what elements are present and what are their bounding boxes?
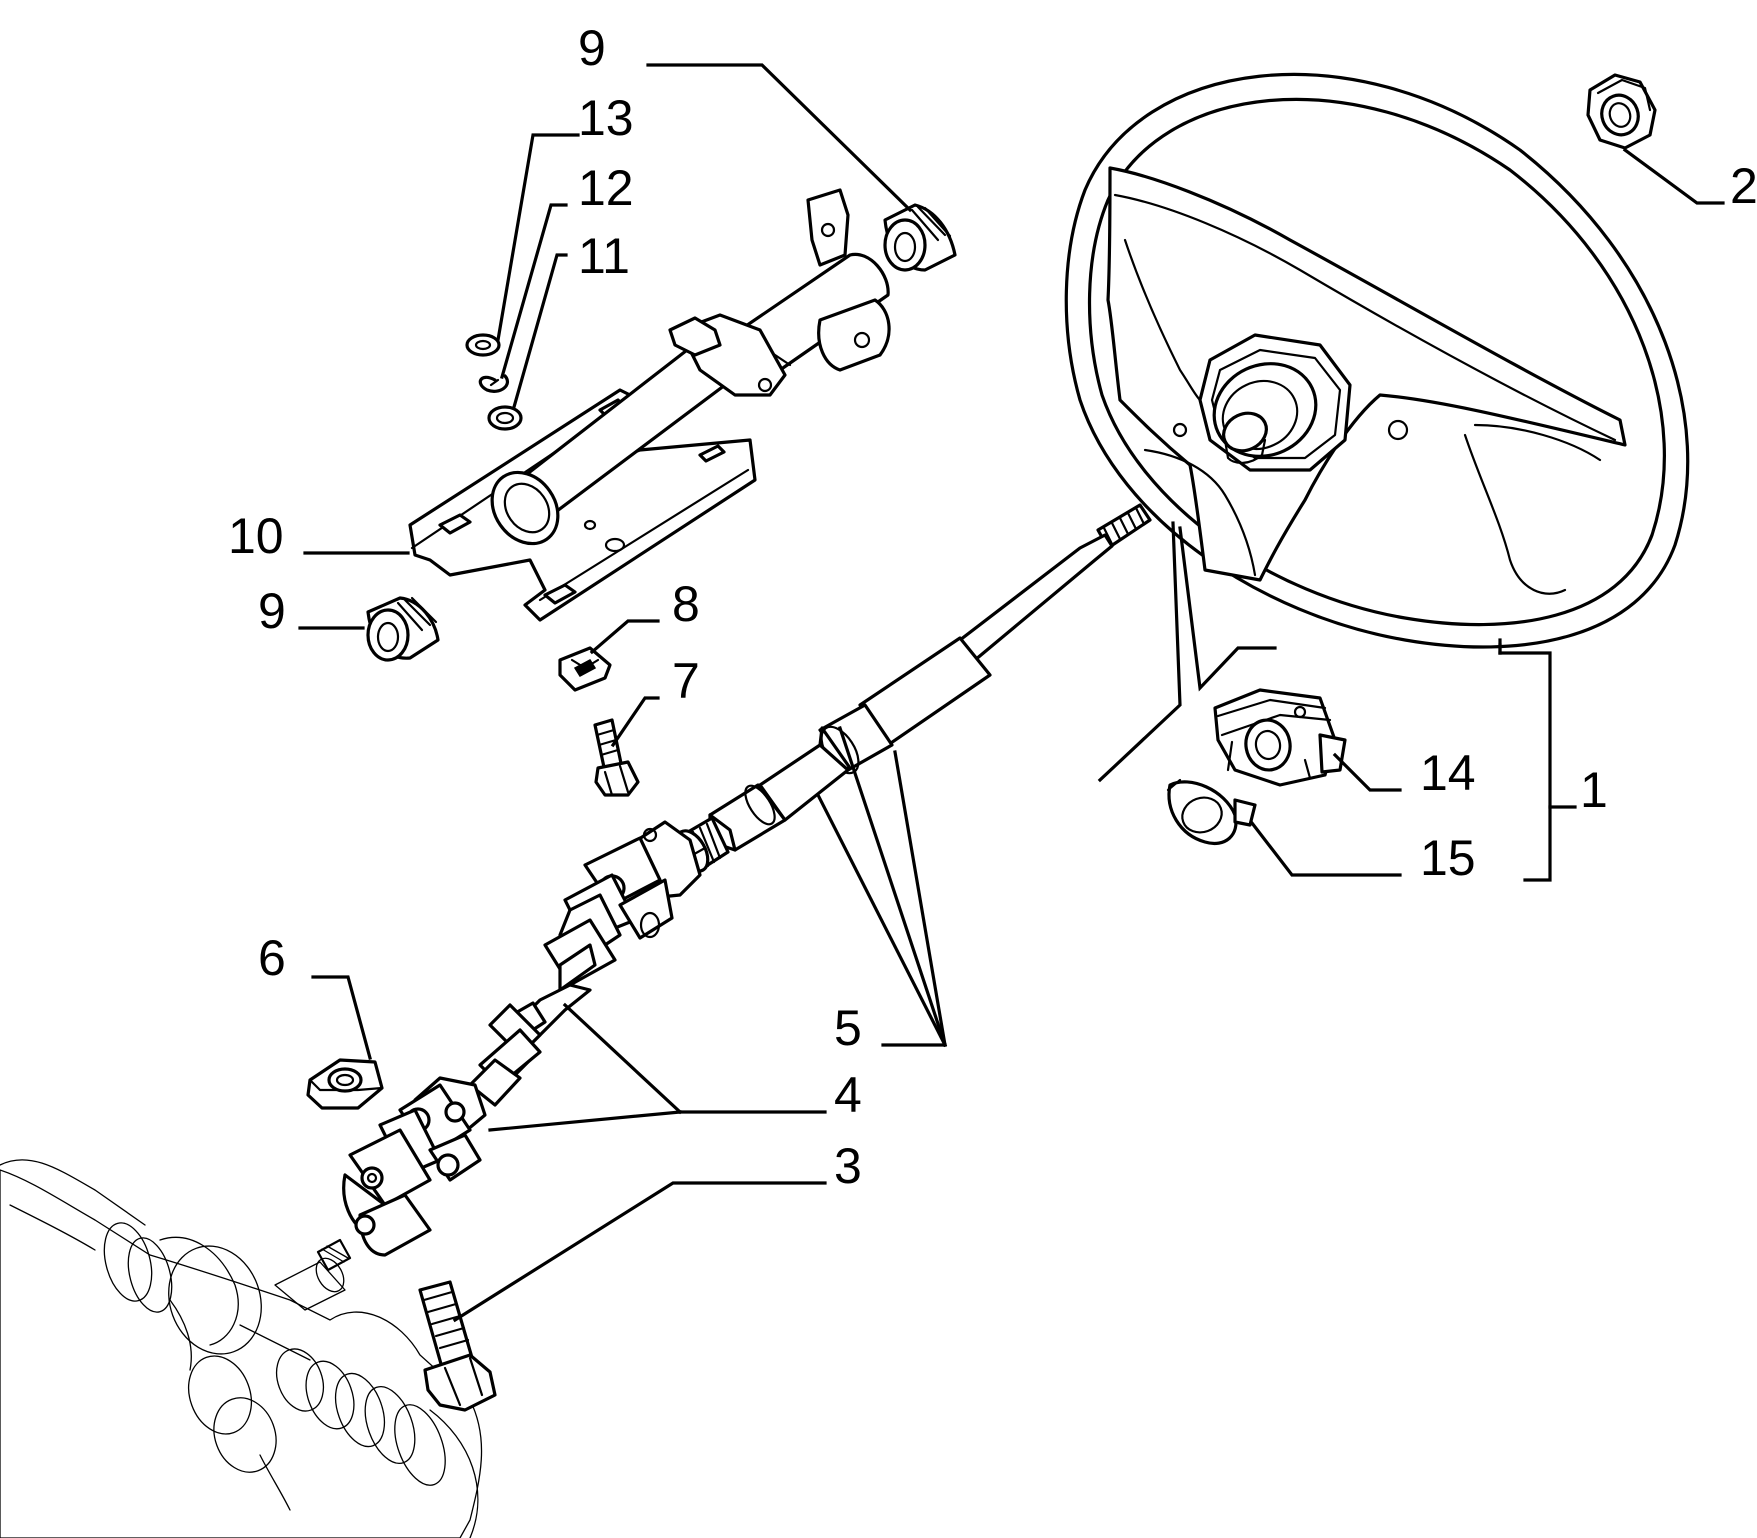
intermediate-shaft <box>468 943 597 1107</box>
part-7-bolt <box>593 718 640 797</box>
callout-7: 7 <box>672 653 700 709</box>
part-11-washer <box>487 405 523 431</box>
part-13-nut <box>465 333 501 357</box>
callout-11: 11 <box>578 228 630 284</box>
callout-1: 1 <box>1580 762 1608 818</box>
leader-7 <box>610 696 660 748</box>
steering-wheel <box>1064 72 1690 649</box>
leader-14 <box>1332 752 1402 792</box>
leader-15 <box>1249 820 1402 877</box>
callout-4: 4 <box>834 1067 862 1123</box>
leader-4-b <box>488 1110 682 1132</box>
part-2-nut <box>1586 73 1657 150</box>
leader-2 <box>1622 147 1725 205</box>
explode-line-2 <box>1178 526 1277 692</box>
leader-lines <box>298 63 1725 1323</box>
callout-9-left: 9 <box>258 583 286 639</box>
callout-5: 5 <box>834 1000 862 1056</box>
leader-5-c <box>837 725 948 1048</box>
upper-universal-joint <box>543 820 702 987</box>
leader-5-a <box>893 750 947 1047</box>
leader-5-b <box>815 792 948 1048</box>
part-9-bushing-upper <box>883 203 957 272</box>
steering-shaft <box>674 503 1152 873</box>
callout-labels: 9 13 12 11 10 9 8 7 6 5 4 3 2 14 15 1 <box>228 20 1757 1194</box>
callout-8: 8 <box>672 576 700 632</box>
leader-4-a <box>562 1002 683 1115</box>
part-6-nut <box>306 1058 384 1110</box>
part-3-bolt <box>418 1280 497 1412</box>
callout-10: 10 <box>228 508 284 564</box>
part-9-bushing-lower <box>366 596 440 662</box>
part-10-column-bracket <box>408 188 891 622</box>
callout-14: 14 <box>1420 745 1476 801</box>
callout-12: 12 <box>578 160 634 216</box>
part-15-ring <box>1166 778 1257 845</box>
steering-rack-housing <box>0 1159 483 1538</box>
leader-13 <box>496 133 580 342</box>
callout-3: 3 <box>834 1138 862 1194</box>
callout-6: 6 <box>258 930 286 986</box>
callout-2: 2 <box>1730 158 1757 214</box>
part-14-bearing-block <box>1213 688 1347 787</box>
explode-line-1 <box>1097 521 1182 783</box>
leader-3 <box>452 1181 827 1323</box>
callout-13: 13 <box>578 90 634 146</box>
rack-pinion-spline <box>316 1238 352 1272</box>
leader-1-bracket <box>1498 651 1552 882</box>
part-8-clip-nut <box>558 646 612 692</box>
leader-6 <box>311 975 372 1060</box>
leader-8 <box>589 619 660 655</box>
callout-9-top: 9 <box>578 20 606 76</box>
callout-15: 15 <box>1420 830 1476 886</box>
lower-universal-joint <box>342 1076 487 1257</box>
leader-9-top <box>646 63 913 213</box>
part-12-spring-washer <box>478 374 509 393</box>
leader-11 <box>512 253 568 409</box>
leader-12 <box>500 203 568 379</box>
